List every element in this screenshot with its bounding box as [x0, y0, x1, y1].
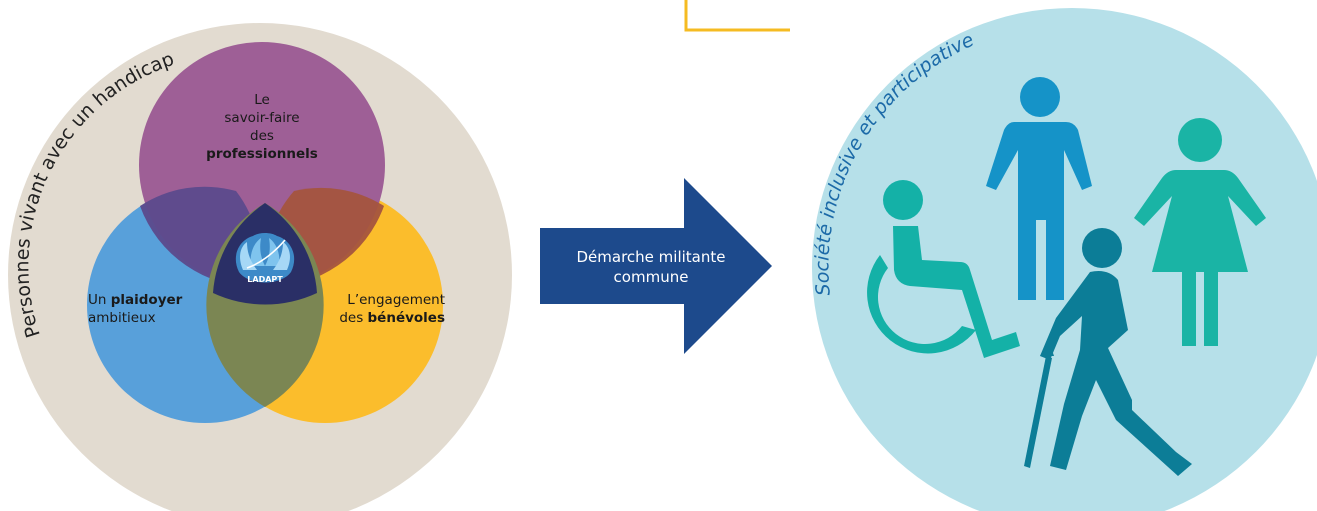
arrow-label-line1: Démarche militante: [577, 248, 726, 266]
purple-label-line1: Le: [254, 92, 270, 108]
arrow-shape: [540, 178, 772, 354]
decorative-gold-line: [684, 0, 790, 32]
blue-label-line1: Un plaidoyer: [88, 292, 183, 308]
purple-label-line2: savoir-faire: [224, 110, 299, 126]
standing-man-icon: [986, 77, 1092, 300]
woman-icon: [1134, 118, 1266, 346]
yellow-label-line1: L’engagement: [347, 292, 445, 308]
logo-text: LADAPT: [247, 275, 283, 284]
arrow-label-line2: commune: [614, 268, 689, 286]
blue-label-line2: ambitieux: [88, 310, 156, 326]
yellow-label-line2: des bénévoles: [339, 310, 445, 326]
wheelchair-user-icon: [867, 180, 1020, 358]
purple-label-line3: des: [250, 128, 274, 144]
ladapt-logo: LADAPT: [235, 233, 295, 284]
elderly-cane-walker-icon: [1024, 228, 1192, 476]
purple-label-line4: professionnels: [206, 146, 318, 162]
